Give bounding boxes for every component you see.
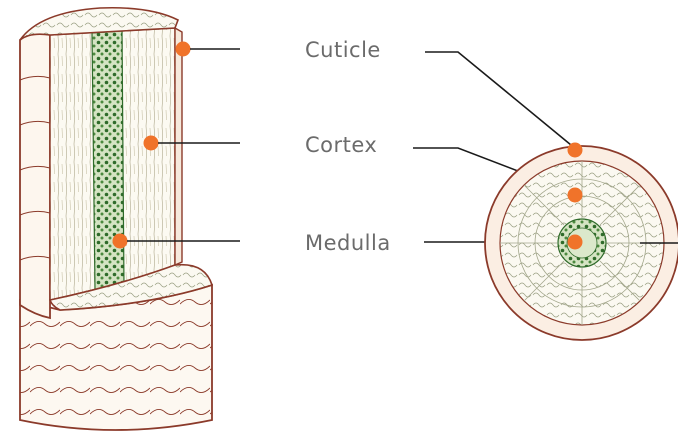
cortex-marker-cross <box>568 188 583 203</box>
cuticle-leader-right <box>425 52 571 145</box>
medulla-marker-cross <box>568 235 583 250</box>
medulla-strip <box>92 31 124 291</box>
cuticle-marker <box>176 42 191 57</box>
shaft-right-edge <box>175 28 182 265</box>
cuticle-marker-cross <box>568 143 583 158</box>
cortex-label: Cortex <box>305 133 377 157</box>
cortex-marker <box>144 136 159 151</box>
medulla-marker <box>113 234 128 249</box>
hair-cross-section <box>485 143 678 341</box>
hair-shaft-longitudinal <box>20 8 212 430</box>
medulla-label: Medulla <box>305 231 391 255</box>
cuticle-label: Cuticle <box>305 38 381 62</box>
